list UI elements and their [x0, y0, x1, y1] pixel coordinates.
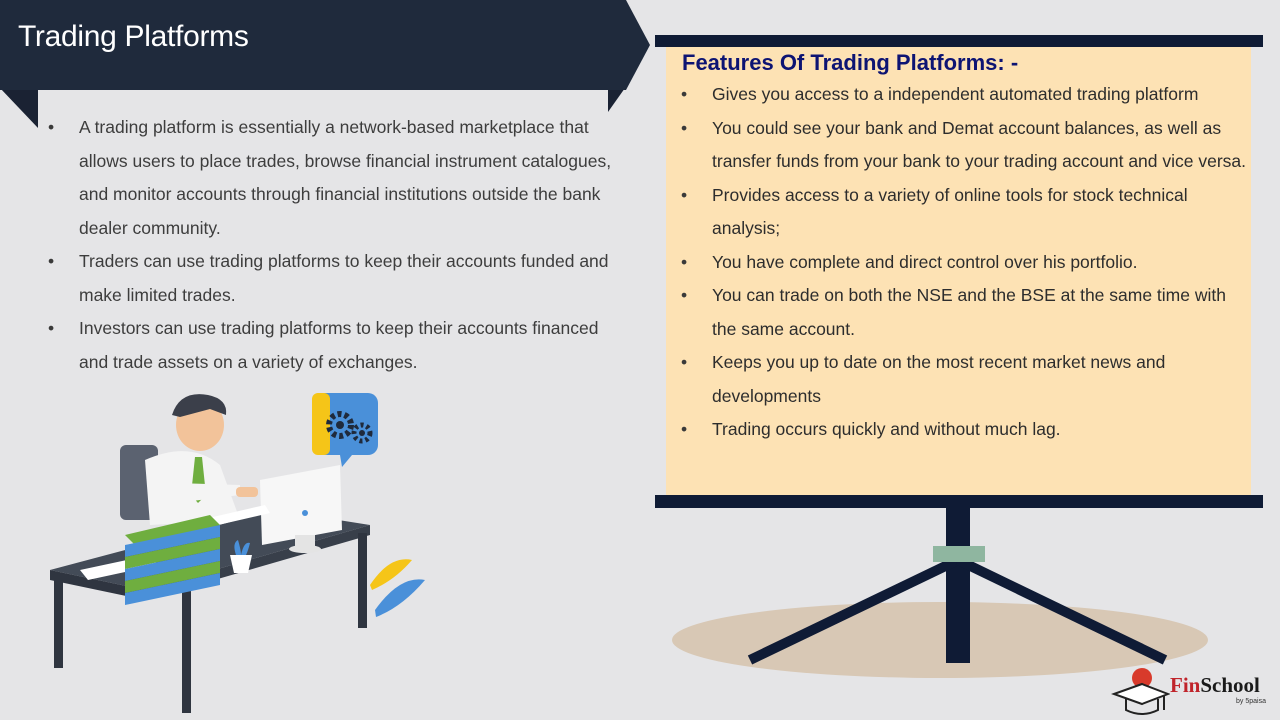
trader-desk-illustration [50, 393, 425, 713]
board-top-bar [655, 35, 1263, 47]
graduation-cap-icon [1111, 668, 1170, 715]
features-heading: Features Of Trading Platforms: - [682, 50, 1019, 75]
list-item: You can trade on both the NSE and the BS… [681, 279, 1247, 346]
logo-wordmark: FinSchool [1170, 673, 1260, 697]
list-item: You could see your bank and Demat accoun… [681, 112, 1247, 179]
finschool-logo: FinSchool by 5paisa [1110, 662, 1275, 718]
list-item: You have complete and direct control ove… [681, 246, 1247, 280]
list-item: Gives you access to a independent automa… [681, 78, 1247, 112]
list-item: Provides access to a variety of online t… [681, 179, 1247, 246]
list-item: Traders can use trading platforms to kee… [48, 245, 619, 312]
left-bullet-list: A trading platform is essentially a netw… [48, 111, 619, 379]
title-banner [0, 0, 650, 128]
gear-icon [312, 393, 378, 467]
list-item: Keeps you up to date on the most recent … [681, 346, 1247, 413]
board-bottom-bar [655, 495, 1263, 508]
logo-subtitle: by 5paisa [1236, 698, 1266, 705]
list-item: A trading platform is essentially a netw… [48, 111, 619, 245]
list-item: Investors can use trading platforms to k… [48, 312, 619, 379]
board-stand [672, 508, 1208, 678]
features-list: Gives you access to a independent automa… [681, 78, 1247, 447]
list-item: Trading occurs quickly and without much … [681, 413, 1247, 447]
page-title: Trading Platforms [18, 20, 249, 53]
